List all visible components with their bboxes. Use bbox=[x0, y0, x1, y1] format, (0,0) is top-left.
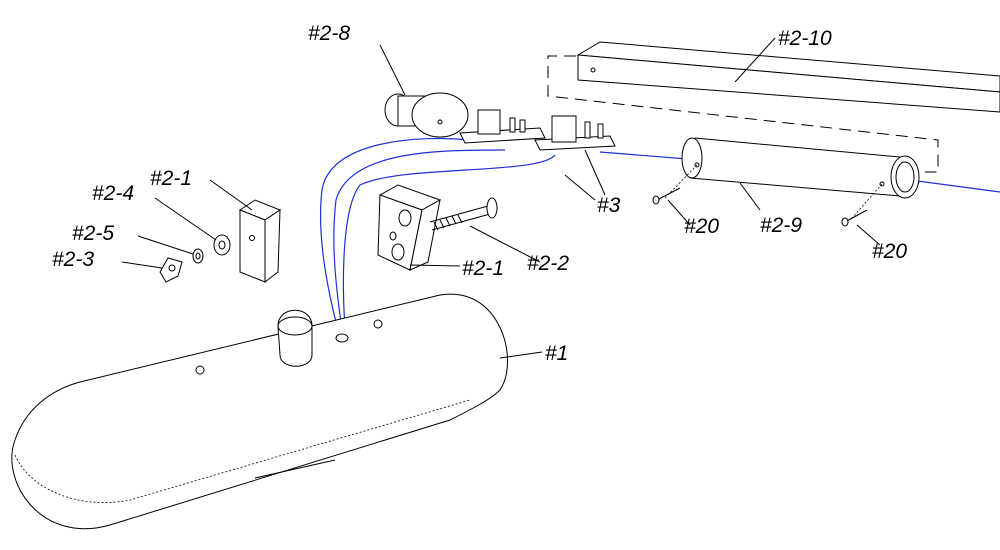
label-part-2-5: #2-5 bbox=[72, 222, 114, 245]
part-1-body bbox=[11, 293, 508, 530]
part-2-10-bar bbox=[576, 41, 1000, 113]
label-part-2-8: #2-8 bbox=[308, 22, 350, 45]
label-part-2-2: #2-2 bbox=[527, 252, 569, 275]
part-2-5-washer bbox=[192, 248, 204, 264]
label-part-2-1-left: #2-1 bbox=[150, 167, 192, 190]
part-2-8-motor bbox=[384, 92, 469, 138]
dashed-enclosure-outline bbox=[547, 55, 939, 173]
label-part-2-1-right: #2-1 bbox=[462, 257, 504, 280]
label-part-2-4: #2-4 bbox=[92, 182, 134, 205]
part-2-2-bolt bbox=[429, 197, 498, 231]
label-part-3: #3 bbox=[597, 194, 621, 217]
part-2-1-block-left bbox=[238, 199, 282, 284]
part-2-1-block-right bbox=[377, 184, 442, 271]
part-2-3-wing-nut bbox=[159, 257, 183, 283]
label-part-1: #1 bbox=[545, 342, 568, 365]
part-20-screws bbox=[652, 187, 868, 227]
part-2-9-tube bbox=[664, 137, 920, 219]
part-3-boards bbox=[459, 109, 616, 151]
label-part-2-10: #2-10 bbox=[778, 27, 832, 50]
label-part-2-9: #2-9 bbox=[760, 214, 802, 237]
label-part-20-left: #20 bbox=[684, 215, 719, 238]
leader-lines bbox=[121, 37, 881, 359]
label-part-2-3: #2-3 bbox=[52, 248, 94, 271]
part-2-4-washer bbox=[213, 234, 231, 256]
wires bbox=[319, 137, 1000, 339]
label-part-20-right: #20 bbox=[872, 240, 907, 263]
